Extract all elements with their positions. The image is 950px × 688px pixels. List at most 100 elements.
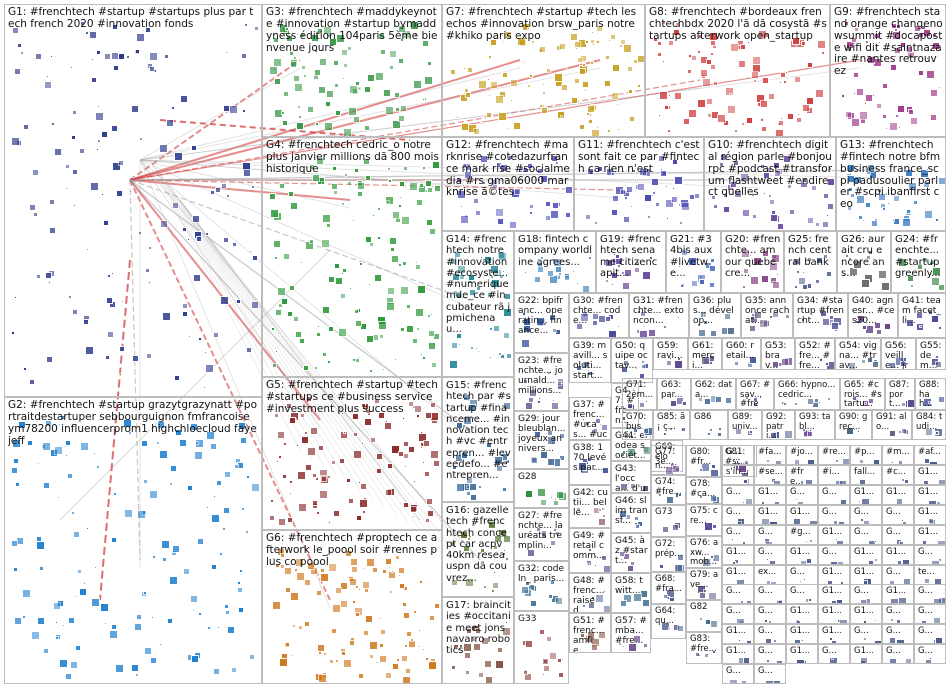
group-cell-g49: G49: #retail comm... — [569, 528, 611, 573]
node-avatar — [611, 172, 615, 176]
node-avatar — [398, 451, 404, 457]
group-cell-g46: G46: slim transf... — [611, 493, 651, 533]
node-avatar — [587, 369, 590, 372]
node-avatar — [727, 105, 736, 114]
small-group-label: G... — [790, 586, 805, 596]
small-group-cell: G... — [722, 505, 754, 525]
node-avatar — [596, 40, 600, 44]
node-avatar — [345, 550, 352, 557]
node-avatar — [413, 480, 416, 483]
node-avatar — [425, 657, 429, 661]
node-avatar — [736, 579, 745, 584]
node-avatar — [626, 186, 633, 193]
node-avatar — [672, 524, 679, 531]
node-avatar — [323, 652, 327, 656]
node-avatar — [666, 496, 674, 504]
node-avatar — [681, 202, 690, 211]
node-avatar — [408, 446, 415, 453]
node-avatar — [680, 284, 684, 288]
node-avatar — [711, 464, 716, 469]
node-avatar — [666, 360, 672, 366]
small-group-label: G1... — [822, 626, 843, 636]
small-group-cell: G1... — [850, 545, 882, 565]
node-avatar — [800, 480, 804, 484]
node-avatar — [523, 325, 531, 333]
small-group-label: #fa... — [758, 447, 782, 457]
node-avatar — [159, 144, 168, 153]
node-avatar — [591, 31, 594, 34]
node-avatar — [576, 365, 582, 371]
node-avatar — [210, 190, 215, 195]
node-avatar — [503, 308, 512, 317]
node-avatar — [639, 330, 648, 337]
node-avatar — [842, 458, 849, 464]
node-avatar — [672, 159, 678, 165]
node-avatar — [398, 204, 402, 208]
node-avatar — [921, 620, 927, 623]
node-avatar — [456, 116, 459, 119]
small-group-label: fall... — [854, 467, 876, 477]
node-avatar — [858, 215, 863, 220]
node-avatar — [333, 510, 340, 517]
node-avatar — [351, 566, 358, 573]
node-avatar — [340, 600, 348, 608]
node-avatar — [808, 598, 812, 602]
small-group-cell: G1... — [722, 565, 754, 585]
node-avatar — [620, 600, 627, 607]
node-avatar — [148, 246, 152, 250]
node-avatar — [379, 643, 384, 648]
small-group-label: #i... — [822, 467, 840, 477]
node-avatar — [818, 154, 822, 158]
node-avatar — [634, 267, 640, 273]
node-avatar — [769, 199, 775, 205]
node-avatar — [474, 476, 477, 479]
node-avatar — [861, 359, 866, 364]
node-avatar — [677, 554, 684, 561]
node-avatar — [846, 427, 854, 435]
node-avatar — [751, 193, 755, 197]
node-avatar — [314, 49, 318, 53]
node-avatar — [296, 122, 304, 130]
node-avatar — [853, 92, 856, 95]
node-avatar — [605, 279, 609, 283]
group-cell-g54: G54: vigna... #trav... — [835, 338, 881, 370]
node-avatar — [635, 261, 640, 266]
node-avatar — [658, 493, 662, 497]
node-avatar — [689, 194, 695, 200]
node-avatar — [742, 285, 746, 289]
node-avatar — [401, 655, 408, 662]
node-avatar — [432, 548, 435, 551]
group-cell-g6: G6: #frenchtech #proptech ce afterwork l… — [262, 530, 442, 684]
node-avatar — [149, 66, 155, 72]
node-avatar — [746, 640, 752, 643]
node-avatar — [552, 328, 557, 333]
node-avatar — [621, 453, 625, 457]
small-group-label: G... — [726, 606, 741, 616]
node-avatar — [490, 265, 499, 274]
node-avatar — [622, 645, 625, 648]
node-avatar — [745, 498, 753, 504]
node-avatar — [588, 602, 595, 609]
node-avatar — [355, 585, 359, 589]
node-avatar — [802, 284, 808, 290]
node-avatar — [375, 661, 378, 664]
node-avatar — [662, 526, 669, 533]
node-avatar — [592, 313, 599, 320]
node-avatar — [329, 659, 334, 664]
node-avatar — [678, 265, 681, 268]
small-group-cell: G1... — [722, 545, 754, 565]
node-avatar — [277, 431, 285, 439]
node-avatar — [349, 85, 358, 94]
node-avatar — [522, 312, 526, 316]
node-avatar — [493, 571, 496, 574]
node-avatar — [475, 420, 478, 423]
node-avatar — [922, 257, 928, 263]
node-avatar — [121, 300, 124, 303]
node-avatar — [196, 236, 202, 242]
node-avatar — [794, 402, 798, 406]
node-avatar — [780, 117, 783, 120]
node-avatar — [425, 180, 432, 187]
node-avatar — [922, 540, 927, 544]
node-avatar — [627, 565, 634, 572]
node-avatar — [605, 259, 613, 267]
